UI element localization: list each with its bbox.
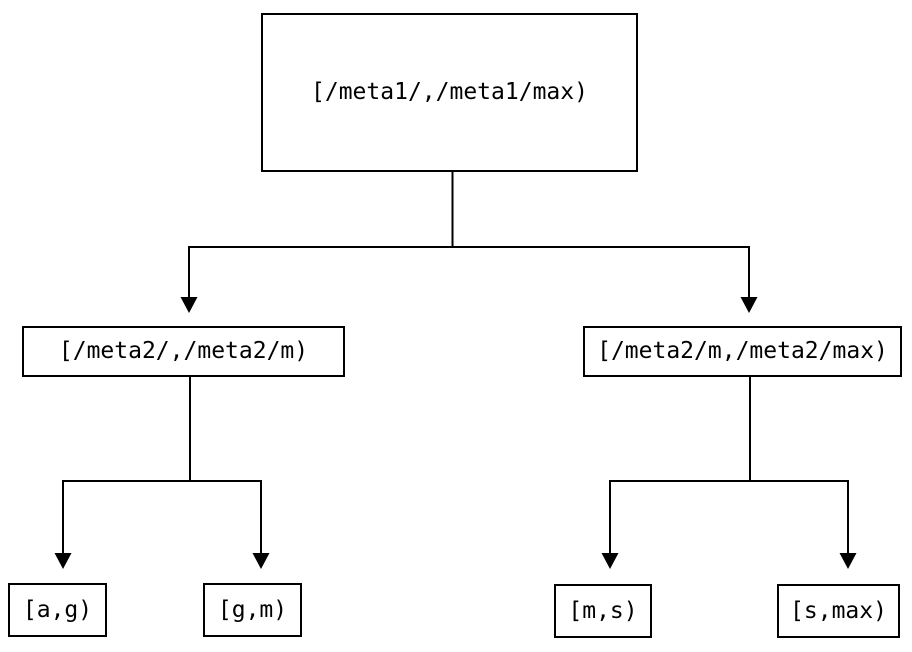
arrow-down-icon bbox=[839, 553, 857, 569]
arrow-down-icon bbox=[601, 553, 619, 569]
node-leaf-ag: [a,g) bbox=[8, 583, 107, 637]
arrow-down-icon bbox=[180, 297, 198, 313]
node-leaf-ms: [m,s) bbox=[554, 584, 652, 638]
node-root-label: [/meta1/,/meta1/max) bbox=[311, 79, 588, 105]
arrow-down-icon bbox=[740, 297, 758, 313]
node-left-child-label: [/meta2/,/meta2/m) bbox=[58, 338, 309, 364]
arrow-down-icon bbox=[252, 553, 270, 569]
node-leaf-smax-label: [s,max) bbox=[790, 597, 887, 624]
node-leaf-smax: [s,max) bbox=[777, 584, 900, 638]
node-right-child-label: [/meta2/m,/meta2/max) bbox=[597, 338, 888, 364]
node-leaf-ag-label: [a,g) bbox=[22, 596, 93, 623]
node-leaf-gm-label: [g,m) bbox=[217, 596, 288, 623]
node-root: [/meta1/,/meta1/max) bbox=[261, 13, 638, 172]
node-left-child: [/meta2/,/meta2/m) bbox=[22, 326, 345, 377]
node-leaf-gm: [g,m) bbox=[203, 583, 302, 637]
node-right-child: [/meta2/m,/meta2/max) bbox=[583, 326, 902, 377]
arrow-down-icon bbox=[54, 553, 72, 569]
node-leaf-ms-label: [m,s) bbox=[568, 597, 638, 624]
